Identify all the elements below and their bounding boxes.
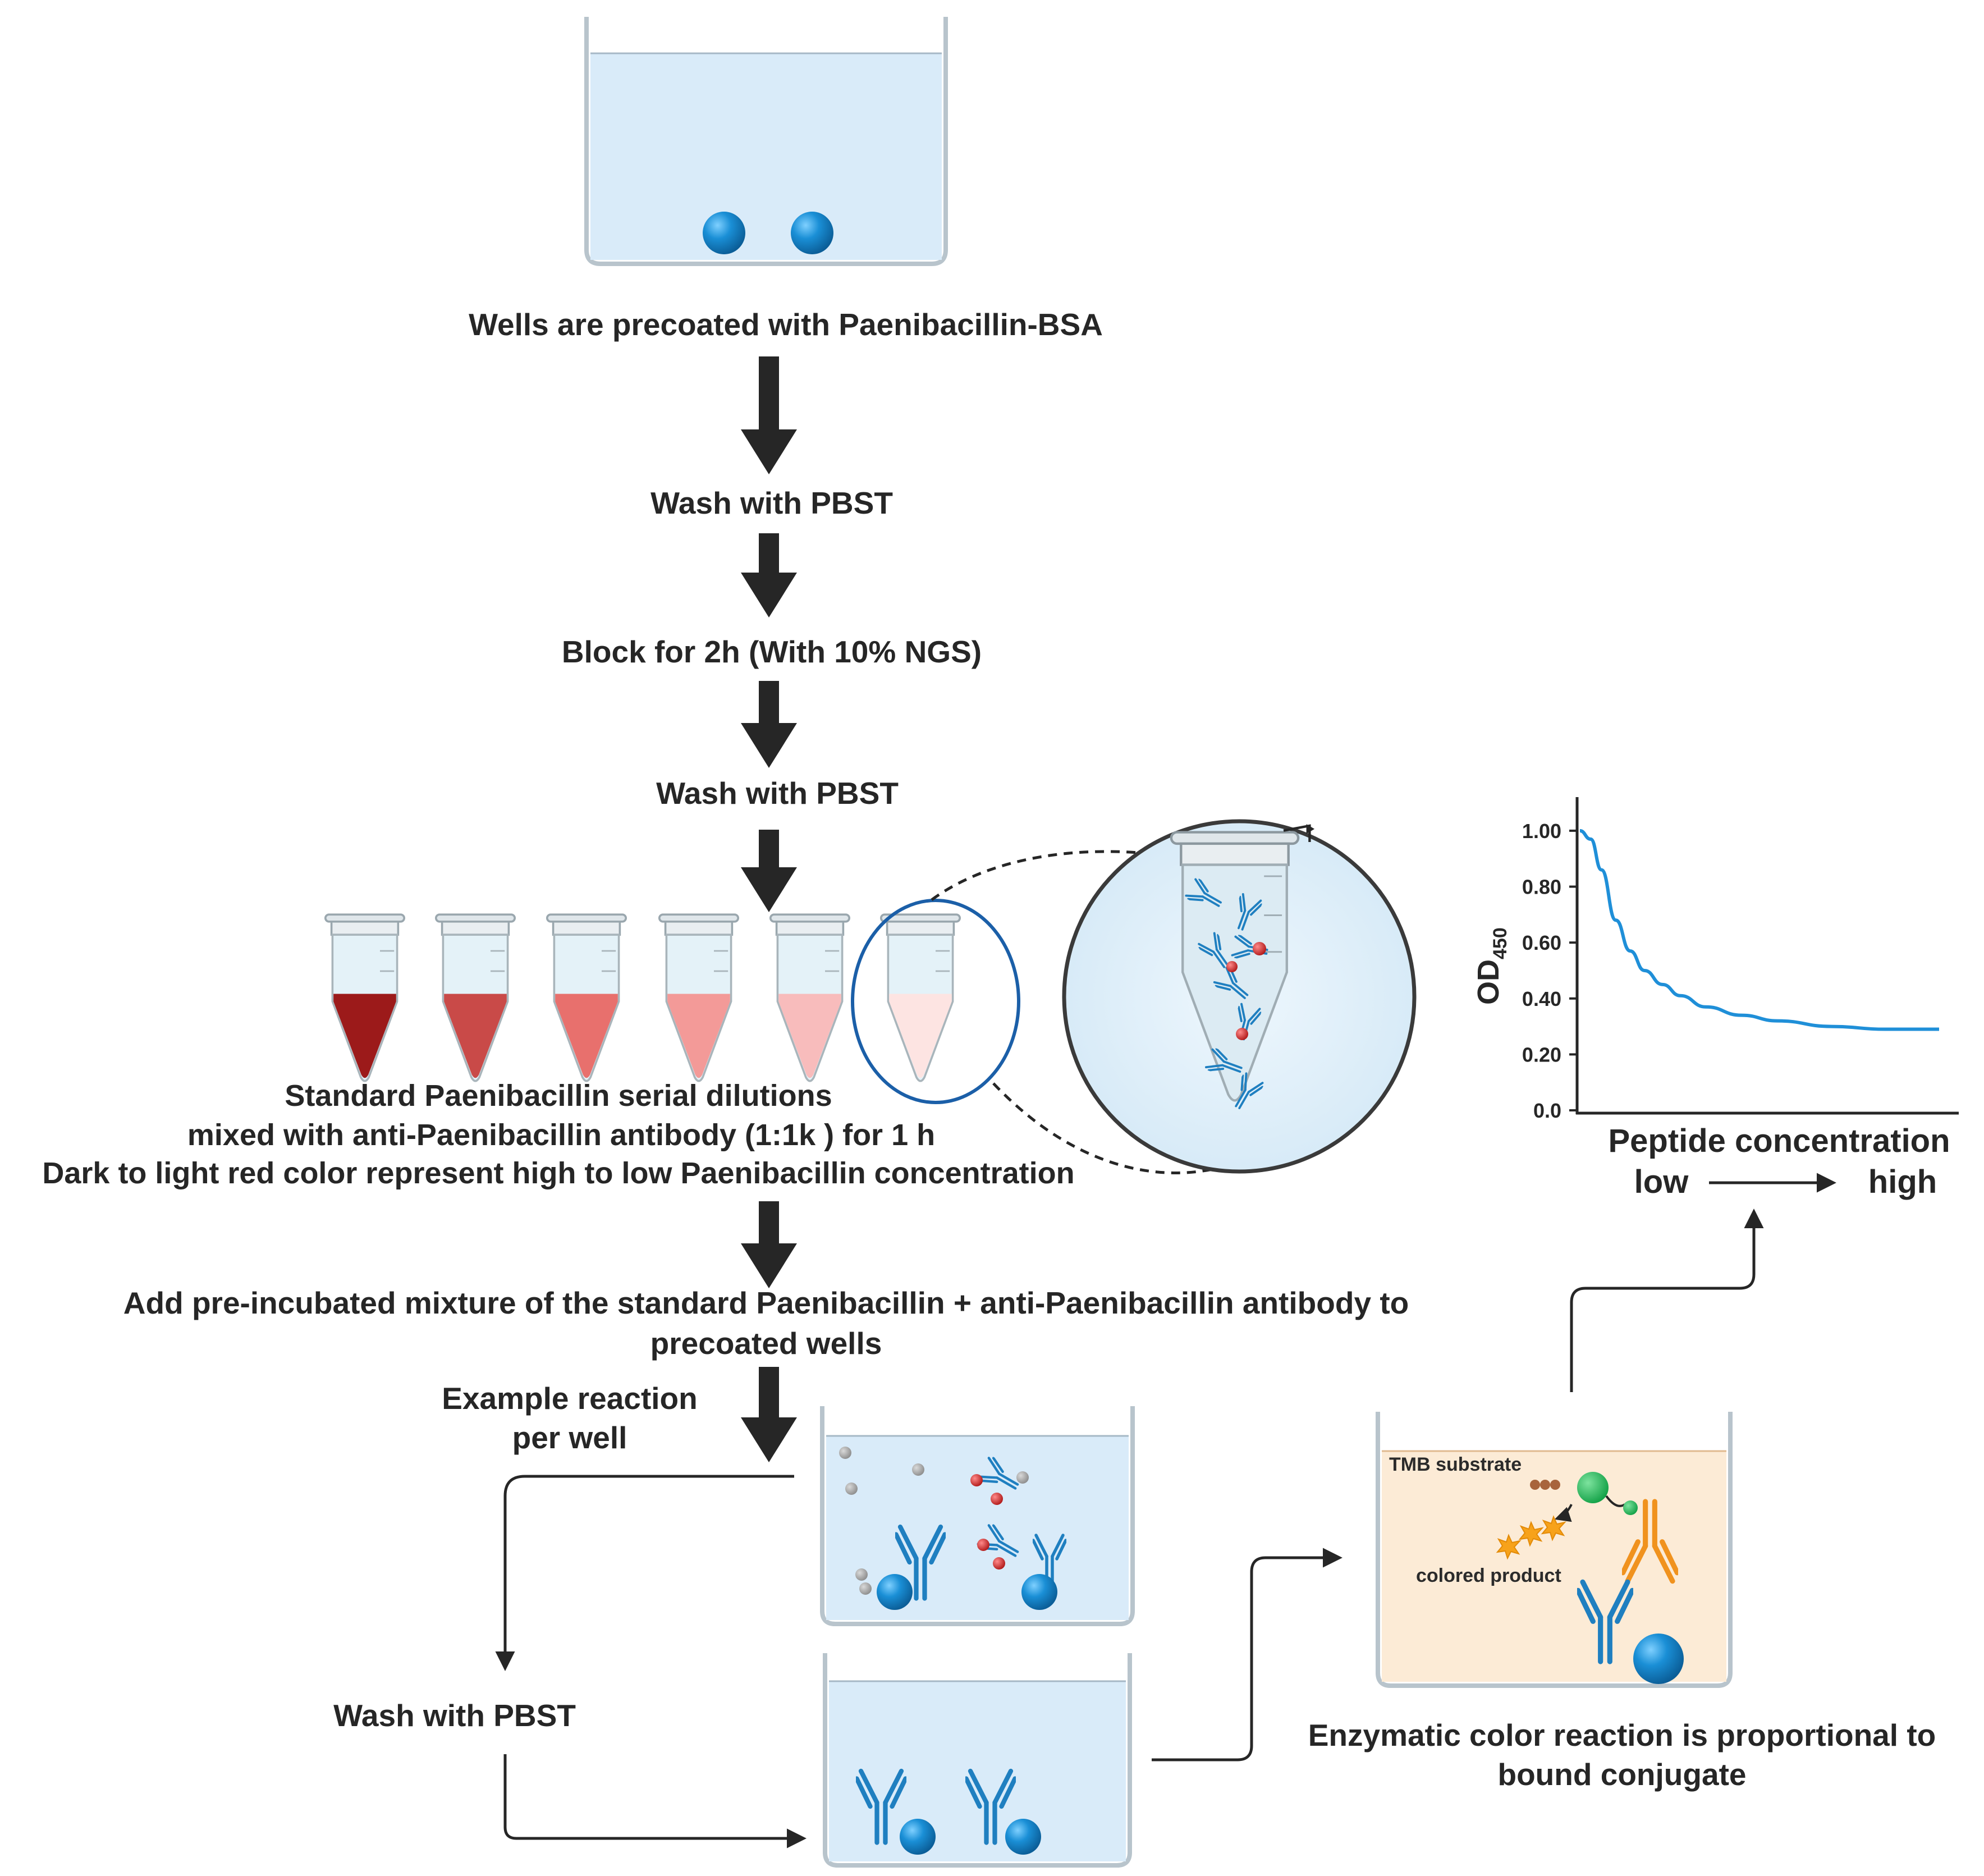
washed-well xyxy=(823,1653,1132,1868)
zoom-circle xyxy=(1062,819,1417,1174)
example-text-line2: per well xyxy=(512,1420,627,1455)
tmb-substrate-label: TMB substrate xyxy=(1389,1454,1522,1475)
dilution-tube xyxy=(879,913,961,1082)
series-line xyxy=(1579,829,1939,1031)
step-arrow xyxy=(741,681,797,768)
coated-bead xyxy=(703,212,745,254)
x-axis-label: Peptide concentration xyxy=(1608,1123,1950,1159)
add-text-line1: Add pre-incubated mixture of the standar… xyxy=(123,1285,1409,1320)
highlight-oval xyxy=(851,899,1020,1104)
y-tick-label: 0.20 xyxy=(1522,1043,1561,1066)
step-arrow xyxy=(741,356,797,474)
step-arrow xyxy=(741,533,797,617)
y-tick-label: 0.40 xyxy=(1522,987,1561,1010)
step-arrow xyxy=(741,1201,797,1288)
coated-bead xyxy=(791,212,833,254)
flow-arrow-to-chart xyxy=(1570,1209,1764,1392)
od450-chart: 1.00 0.80 0.60 0.40 0.20 0.0 OD450 Peptide co… xyxy=(1472,797,1959,1200)
y-axis-label: OD450 xyxy=(1472,927,1511,1005)
dilution-tube xyxy=(769,913,851,1082)
dilution-text-line1: Standard Paenibacillin serial dilutions xyxy=(285,1079,832,1113)
flow-arrow-to-washed-well xyxy=(503,1754,807,1848)
flow-arrow-to-wash xyxy=(495,1475,794,1671)
dilution-tube xyxy=(434,913,516,1082)
precoated-well xyxy=(584,17,948,266)
enzymatic-text-line2: bound conjugate xyxy=(1497,1757,1746,1792)
enzymatic-text-line1: Enzymatic color reaction is proportional… xyxy=(1308,1718,1936,1753)
step-wash2-label: Wash with PBST xyxy=(656,776,899,811)
y-tick-label: 1.00 xyxy=(1522,820,1561,843)
example-text-line1: Example reaction xyxy=(442,1381,697,1416)
step-precoat-label: Wells are precoated with Paenibacillin-B… xyxy=(469,307,1103,342)
x-low-label: low xyxy=(1634,1164,1689,1200)
y-tick-label: 0.80 xyxy=(1522,876,1561,899)
zoom-line-top xyxy=(931,850,1269,902)
step-wash1-label: Wash with PBST xyxy=(650,486,893,520)
reaction-well xyxy=(820,1406,1135,1626)
dilution-tube xyxy=(324,913,406,1082)
step-arrow xyxy=(741,830,797,912)
tmb-well: TMB substrate colored product xyxy=(1376,1412,1733,1688)
x-high-label: high xyxy=(1868,1164,1937,1200)
dilution-tubes xyxy=(324,913,961,1082)
colored-product-label: colored product xyxy=(1416,1565,1561,1586)
y-tick-label: 0.60 xyxy=(1522,931,1561,954)
flow-arrow-to-tmb-well xyxy=(1152,1548,1342,1761)
enzyme xyxy=(1577,1472,1609,1503)
step-arrow xyxy=(741,1367,797,1462)
dilution-tube xyxy=(546,913,627,1082)
zoom-line-bottom xyxy=(992,1082,1278,1174)
dilution-tube xyxy=(658,913,740,1082)
step-block-label: Block for 2h (With 10% NGS) xyxy=(562,634,982,669)
dilution-text-line2: mixed with anti-Paenibacillin antibody (… xyxy=(187,1118,935,1152)
step-wash3-label: Wash with PBST xyxy=(333,1698,576,1733)
add-text-line2: precoated wells xyxy=(650,1326,882,1361)
dilution-text-line3: Dark to light red color represent high t… xyxy=(42,1156,1074,1190)
y-tick-label: 0.0 xyxy=(1533,1099,1561,1122)
